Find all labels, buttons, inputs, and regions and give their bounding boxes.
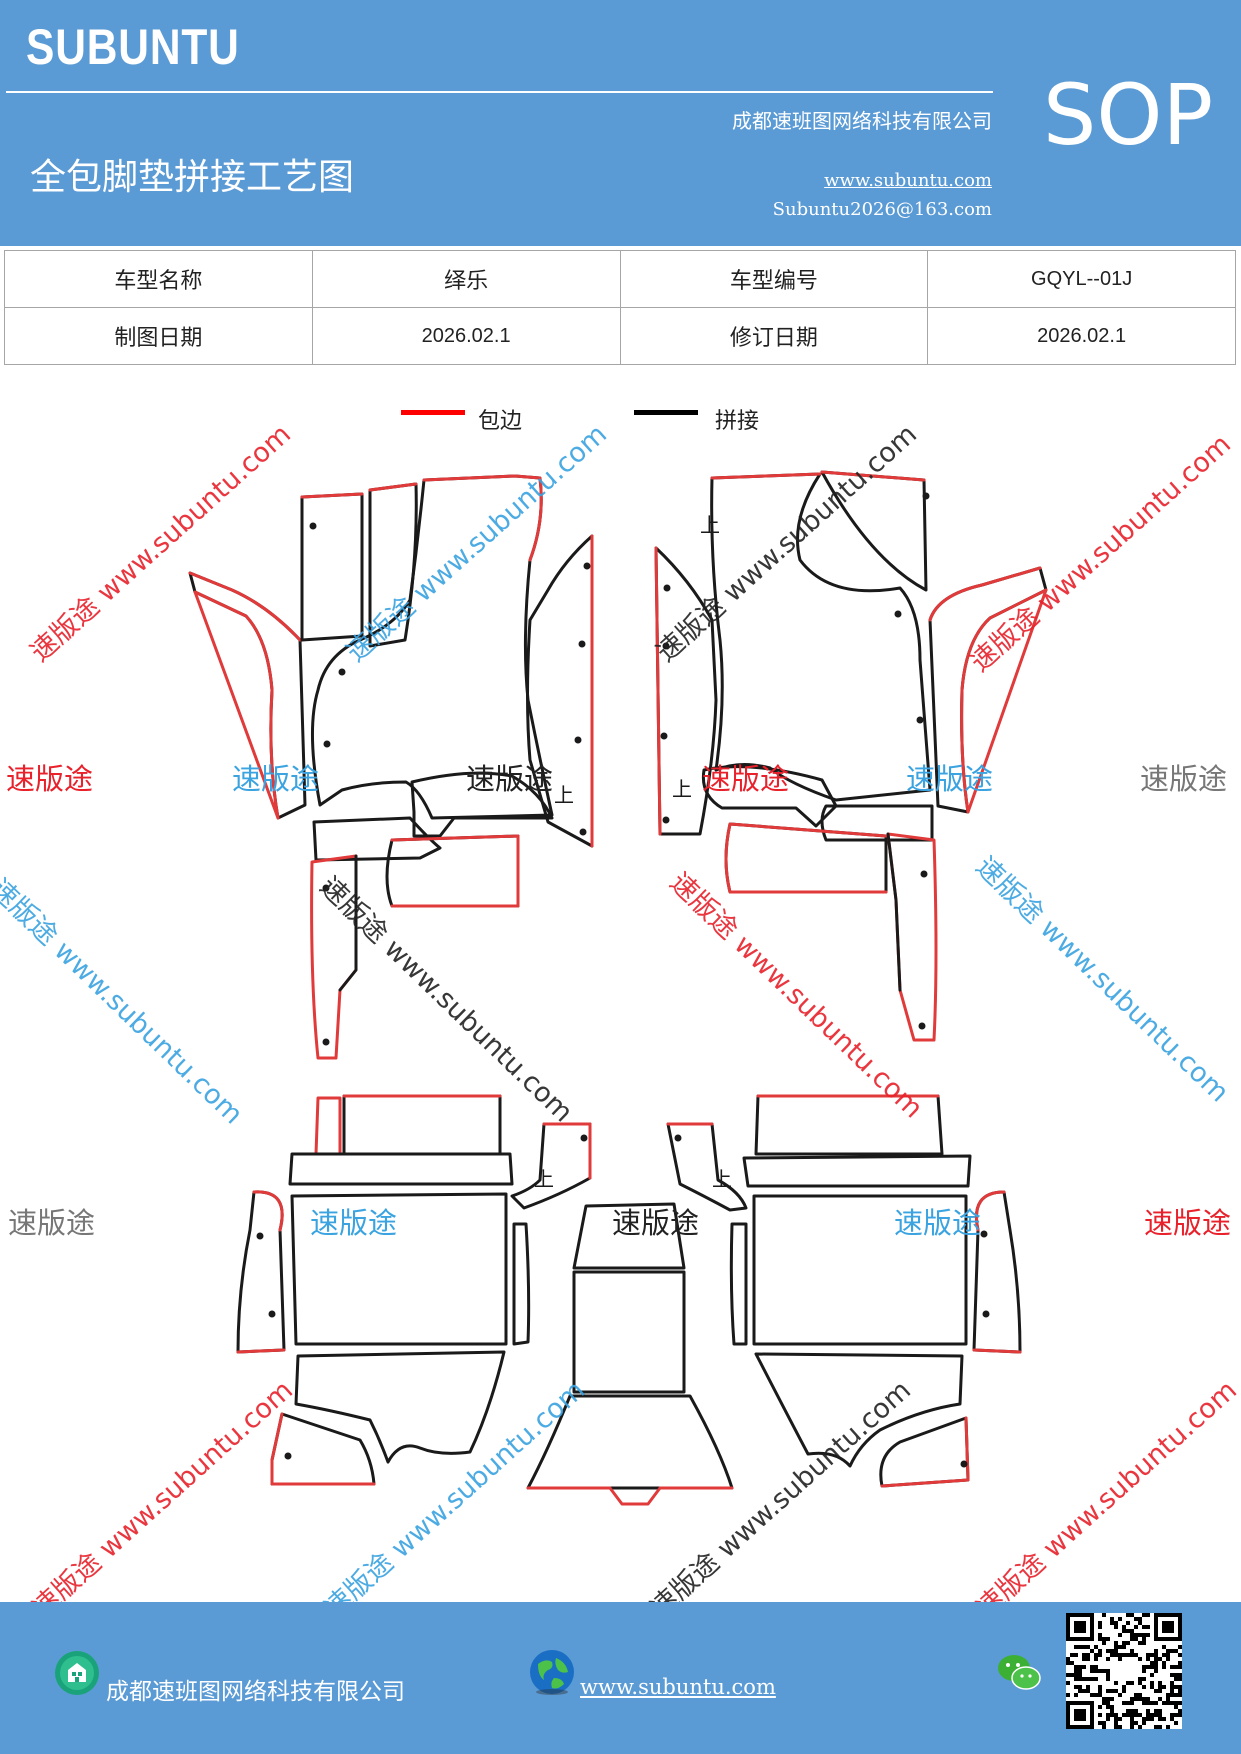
rl-corner-pad bbox=[270, 1412, 376, 1486]
rear-right-group bbox=[666, 1094, 1022, 1488]
legend-edge-swatch bbox=[401, 410, 465, 415]
floor-mat-pattern: 上 上 上 上 上 bbox=[188, 470, 1048, 1506]
document-title: 全包脚垫拼接工艺图 bbox=[30, 157, 355, 198]
rl-tunnel-tab bbox=[510, 1122, 592, 1210]
logo: SUBUNTU bbox=[26, 19, 240, 75]
footer-website-link[interactable]: www.subuntu.com bbox=[580, 1675, 776, 1699]
revision-date-value: 2026.02.1 bbox=[927, 307, 1236, 365]
fl-side-piece bbox=[188, 571, 307, 820]
header-banner bbox=[0, 0, 1241, 246]
fl-upper-panel-a bbox=[300, 492, 364, 642]
legend-edge-label: 包边 bbox=[478, 409, 523, 434]
fr-upper-panel bbox=[820, 470, 928, 592]
front-left-group bbox=[188, 474, 594, 1060]
rr-main-pad bbox=[752, 1194, 968, 1346]
draw-date-value: 2026.02.1 bbox=[311, 307, 621, 365]
wechat-icon bbox=[998, 1655, 1041, 1690]
fl-main-piece bbox=[310, 474, 554, 820]
fr-threshold bbox=[820, 804, 934, 842]
building-icon bbox=[55, 1651, 99, 1695]
footer-company-name: 成都速班图网络科技有限公司 bbox=[106, 1679, 405, 1705]
up-marker: 上 bbox=[534, 1167, 554, 1191]
sop-badge: SOP bbox=[1043, 66, 1214, 164]
rl-side-strip bbox=[236, 1190, 286, 1354]
revision-date-label: 修订日期 bbox=[619, 307, 929, 365]
rl-lower-pad bbox=[294, 1350, 506, 1464]
model-name-value: 绎乐 bbox=[311, 250, 621, 308]
company-name: 成都速班图网络科技有限公司 bbox=[732, 109, 992, 133]
rr-tunnel-side bbox=[729, 1222, 748, 1346]
globe-icon bbox=[530, 1650, 574, 1695]
legend-seam-swatch bbox=[634, 410, 698, 415]
fr-tunnel-strip bbox=[654, 546, 718, 836]
header-divider bbox=[6, 91, 993, 93]
model-code-value: GQYL--01J bbox=[927, 250, 1236, 308]
rl-main-pad bbox=[290, 1192, 508, 1346]
rl-tunnel-side bbox=[512, 1222, 531, 1346]
rear-left-group bbox=[236, 1094, 592, 1486]
rl-threshold bbox=[288, 1152, 514, 1186]
rl-top-pad bbox=[342, 1094, 502, 1156]
fr-rocker bbox=[886, 832, 938, 1042]
draw-date-label: 制图日期 bbox=[4, 307, 313, 365]
table-row: 车型名称 绎乐 车型编号 GQYL--01J bbox=[4, 250, 1236, 308]
rr-side-strip bbox=[972, 1190, 1022, 1354]
rr-corner-pad bbox=[879, 1416, 970, 1488]
center-top-pad bbox=[572, 1202, 686, 1270]
fl-lower-pad bbox=[385, 834, 520, 908]
up-marker: 上 bbox=[712, 1167, 732, 1191]
rr-threshold bbox=[742, 1154, 972, 1188]
model-name-label: 车型名称 bbox=[4, 250, 313, 308]
table-row: 制图日期 2026.02.1 修订日期 2026.02.1 bbox=[4, 307, 1236, 365]
center-rear-group bbox=[526, 1202, 734, 1506]
vehicle-info-table: 车型名称 绎乐 车型编号 GQYL--01J 制图日期 2026.02.1 修订… bbox=[4, 250, 1236, 365]
rl-top-strip-a bbox=[314, 1096, 342, 1156]
up-marker: 上 bbox=[554, 783, 574, 807]
legend-seam-label: 拼接 bbox=[715, 409, 760, 434]
fl-lower-bridge bbox=[410, 771, 554, 838]
up-marker: 上 bbox=[672, 777, 692, 801]
fr-main-piece bbox=[710, 472, 932, 802]
qr-code bbox=[1066, 1613, 1182, 1729]
fl-rocker bbox=[310, 854, 358, 1060]
up-marker: 上 bbox=[700, 513, 720, 537]
website-link[interactable]: www.subuntu.com bbox=[824, 170, 992, 191]
rr-lower-pad bbox=[754, 1352, 964, 1468]
front-right-group bbox=[654, 470, 1048, 1042]
model-code-label: 车型编号 bbox=[619, 250, 929, 308]
fr-lower-bridge bbox=[701, 765, 838, 828]
email-address: Subuntu2026@163.com bbox=[772, 199, 992, 220]
fl-tunnel-strip bbox=[526, 534, 594, 848]
rr-tunnel-tab bbox=[666, 1122, 748, 1212]
center-mid-pad bbox=[572, 1270, 686, 1394]
